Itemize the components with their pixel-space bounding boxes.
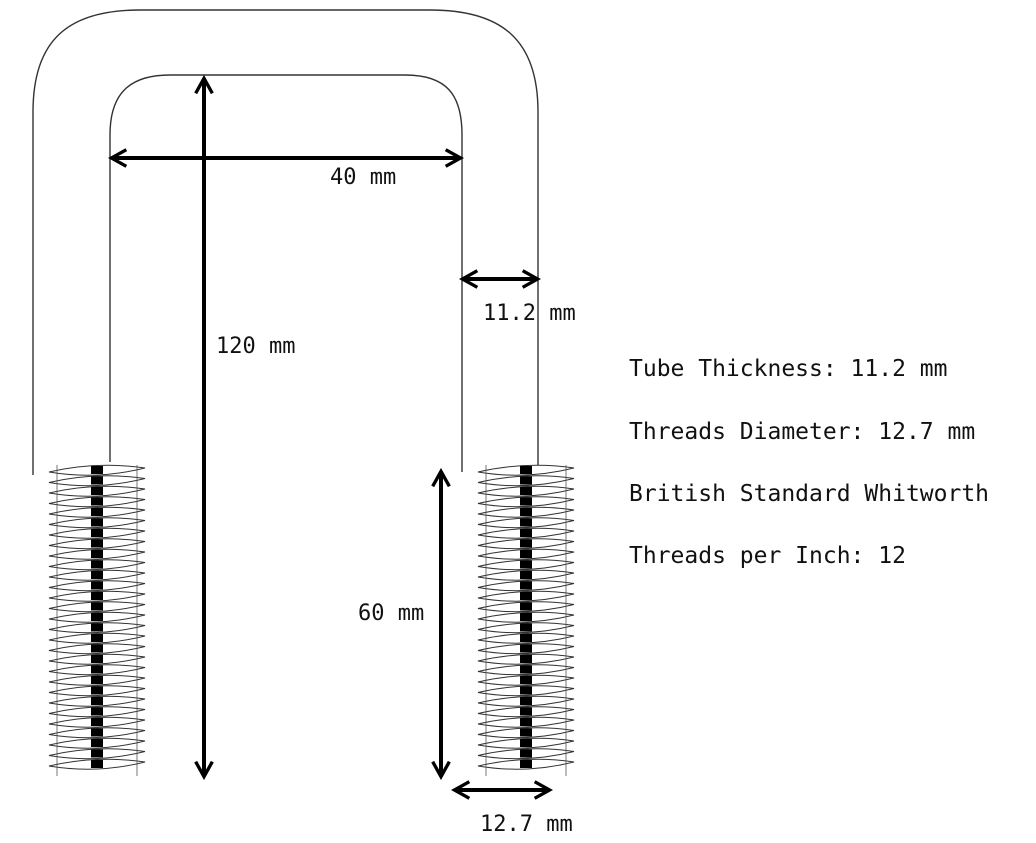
thread-root-mark [91, 529, 103, 537]
thread-root-mark [91, 655, 103, 663]
thread-root-mark [91, 760, 103, 768]
thread-root-mark [520, 518, 532, 527]
thread-root-mark [520, 592, 532, 600]
thread-length-label: 60 mm [358, 601, 424, 626]
thread-root-mark [520, 529, 532, 537]
thread-root-mark [91, 697, 103, 705]
thread-root-mark [91, 592, 103, 600]
thread-root-mark [91, 728, 103, 737]
inner-width-label: 40 mm [330, 165, 396, 190]
thread-root-mark [91, 476, 103, 485]
thread-root-mark [91, 539, 103, 548]
thread-root-mark [520, 508, 532, 516]
thread-diameter-label: 12.7 mm [480, 812, 573, 837]
thread-root-mark [91, 644, 103, 653]
inner-bend-outline [109, 74, 463, 472]
thread-root-mark [91, 718, 103, 726]
thread-root-mark [91, 665, 103, 674]
thread-root-mark [91, 560, 103, 569]
thread-root-mark [91, 550, 103, 558]
spec-threads-per-inch: Threads per Inch: 12 [629, 543, 906, 569]
thread-root-mark [520, 739, 532, 747]
thread-root-mark [520, 760, 532, 768]
thread-root-mark [91, 707, 103, 716]
left-threaded-leg [48, 464, 146, 776]
right-threaded-leg [477, 464, 575, 776]
thread-root-mark [520, 718, 532, 726]
thread-root-mark [520, 613, 532, 621]
thread-root-mark [520, 602, 532, 611]
thread-root-mark [91, 749, 103, 758]
spec-threads-diameter: Threads Diameter: 12.7 mm [629, 419, 975, 445]
thread-root-mark [91, 686, 103, 695]
thread-root-mark [520, 539, 532, 548]
total-height-label: 120 mm [216, 334, 295, 359]
thread-root-mark [520, 581, 532, 590]
thread-root-mark [520, 623, 532, 632]
thread-root-mark [520, 707, 532, 716]
thread-root-mark [520, 644, 532, 653]
thread-root-mark [91, 518, 103, 527]
thread-root-mark [91, 676, 103, 684]
thread-root-mark [520, 497, 532, 506]
u-bolt-body [32, 9, 539, 475]
outer-bend-outline [32, 9, 539, 475]
thread-root-mark [91, 571, 103, 579]
thread-root-mark [520, 634, 532, 642]
thread-root-mark [520, 676, 532, 684]
thread-root-mark [91, 487, 103, 495]
thread-root-mark [520, 550, 532, 558]
thread-root-mark [91, 634, 103, 642]
thread-root-mark [520, 665, 532, 674]
specifications: Tube Thickness: 11.2 mm Threads Diameter… [629, 356, 989, 569]
thread-root-mark [91, 466, 103, 474]
thread-root-mark [520, 476, 532, 485]
thread-root-mark [520, 697, 532, 705]
spec-thread-standard: British Standard Whitworth [629, 481, 989, 507]
thread-root-mark [91, 581, 103, 590]
thread-root-mark [91, 497, 103, 506]
thread-root-mark [91, 739, 103, 747]
thread-root-mark [520, 728, 532, 737]
thread-root-mark [520, 560, 532, 569]
thread-root-mark [520, 686, 532, 695]
thread-root-mark [91, 508, 103, 516]
thread-root-mark [520, 571, 532, 579]
thread-root-mark [520, 466, 532, 474]
tube-thickness-label: 11.2 mm [483, 301, 576, 326]
thread-root-mark [91, 602, 103, 611]
thread-root-mark [520, 749, 532, 758]
thread-root-mark [520, 655, 532, 663]
spec-tube-thickness: Tube Thickness: 11.2 mm [629, 356, 948, 382]
thread-root-mark [91, 613, 103, 621]
thread-root-mark [520, 487, 532, 495]
thread-root-mark [91, 623, 103, 632]
